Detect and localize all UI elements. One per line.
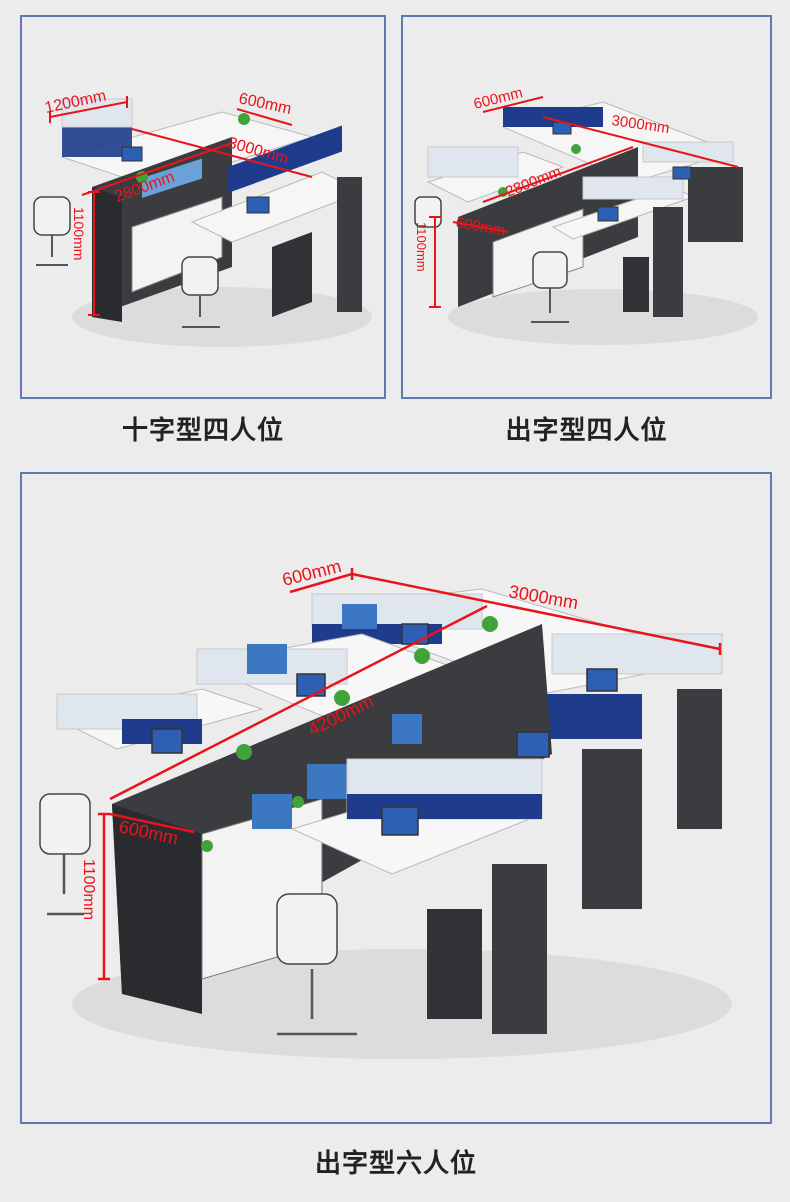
caption-chu-four: 出字型四人位 <box>505 416 668 446</box>
panel-cross-four: 1200mm 600mm 3000mm 2800mm 1100mm <box>20 15 386 399</box>
caption-cross-four: 十字型四人位 <box>121 416 284 446</box>
chu-six-illustration: 600mm 3000mm 4200mm 600mm 1100mm <box>39 556 732 1059</box>
panel-chu-four: 600mm 3000mm 2800mm 600mm 1100mm <box>401 15 772 399</box>
panel-chu-six: 600mm 3000mm 4200mm 600mm 1100mm <box>20 472 772 1124</box>
chu-four-illustration: 600mm 3000mm 2800mm 600mm 1100mm <box>414 84 758 345</box>
caption-chu-six: 出字型六人位 <box>314 1149 477 1179</box>
dim-1100: 1100mm <box>80 859 97 920</box>
dim-1100: 1100mm <box>71 207 87 260</box>
cross-four-illustration: 1200mm 600mm 3000mm 2800mm 1100mm <box>33 87 372 347</box>
dim-1100: 1100mm <box>414 222 429 272</box>
